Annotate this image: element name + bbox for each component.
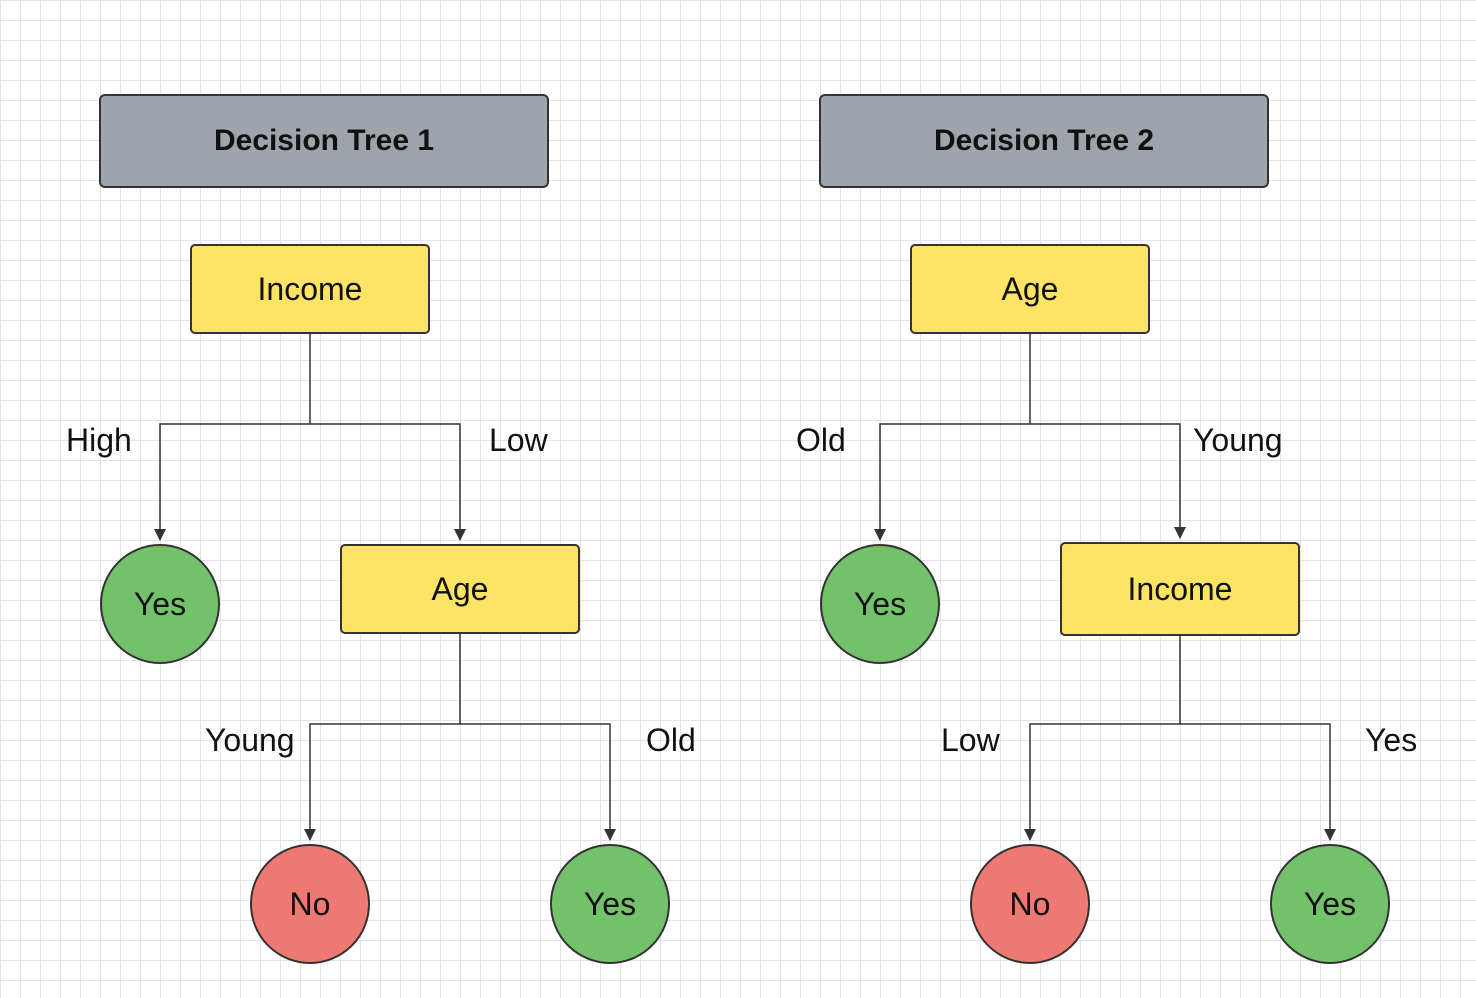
t1-edge-high: [154, 334, 311, 541]
tree1-child-node: Age: [340, 544, 580, 634]
tree1-child-leaf-no: No: [250, 844, 370, 964]
tree2-child-branch-right-label: Yes: [1365, 722, 1418, 758]
t2-edge-yes: [1180, 723, 1336, 841]
tree2-child-node: Income: [1060, 542, 1300, 636]
tree2-child-leaf-yes: Yes: [1270, 844, 1390, 964]
t1-edge-low: [310, 423, 466, 541]
tree2-branch-left-label: Old: [796, 422, 846, 458]
tree2-child-branch-left-label: Low: [941, 722, 1000, 758]
tree1-child-branch-right-label: Old: [646, 722, 696, 758]
tree1-branch-left-label: High: [66, 422, 132, 458]
tree1-child-branch-left-label: Young: [205, 722, 295, 758]
tree1-root-node: Income: [190, 244, 430, 334]
t2-edge-low: [1024, 636, 1181, 841]
tree1-title: Decision Tree 1: [99, 94, 549, 188]
tree2-title: Decision Tree 2: [819, 94, 1269, 188]
t1-edge-old: [460, 723, 616, 841]
tree2-root-node: Age: [910, 244, 1150, 334]
tree1-leaf-yes: Yes: [100, 544, 220, 664]
tree2-leaf-yes: Yes: [820, 544, 940, 664]
tree2-child-leaf-no: No: [970, 844, 1090, 964]
tree1-branch-right-label: Low: [489, 422, 548, 458]
tree2-branch-right-label: Young: [1193, 422, 1283, 458]
t2-edge-old: [874, 334, 1031, 541]
tree1-child-leaf-yes: Yes: [550, 844, 670, 964]
t2-edge-young: [1030, 423, 1186, 539]
t1-edge-young: [304, 634, 461, 841]
